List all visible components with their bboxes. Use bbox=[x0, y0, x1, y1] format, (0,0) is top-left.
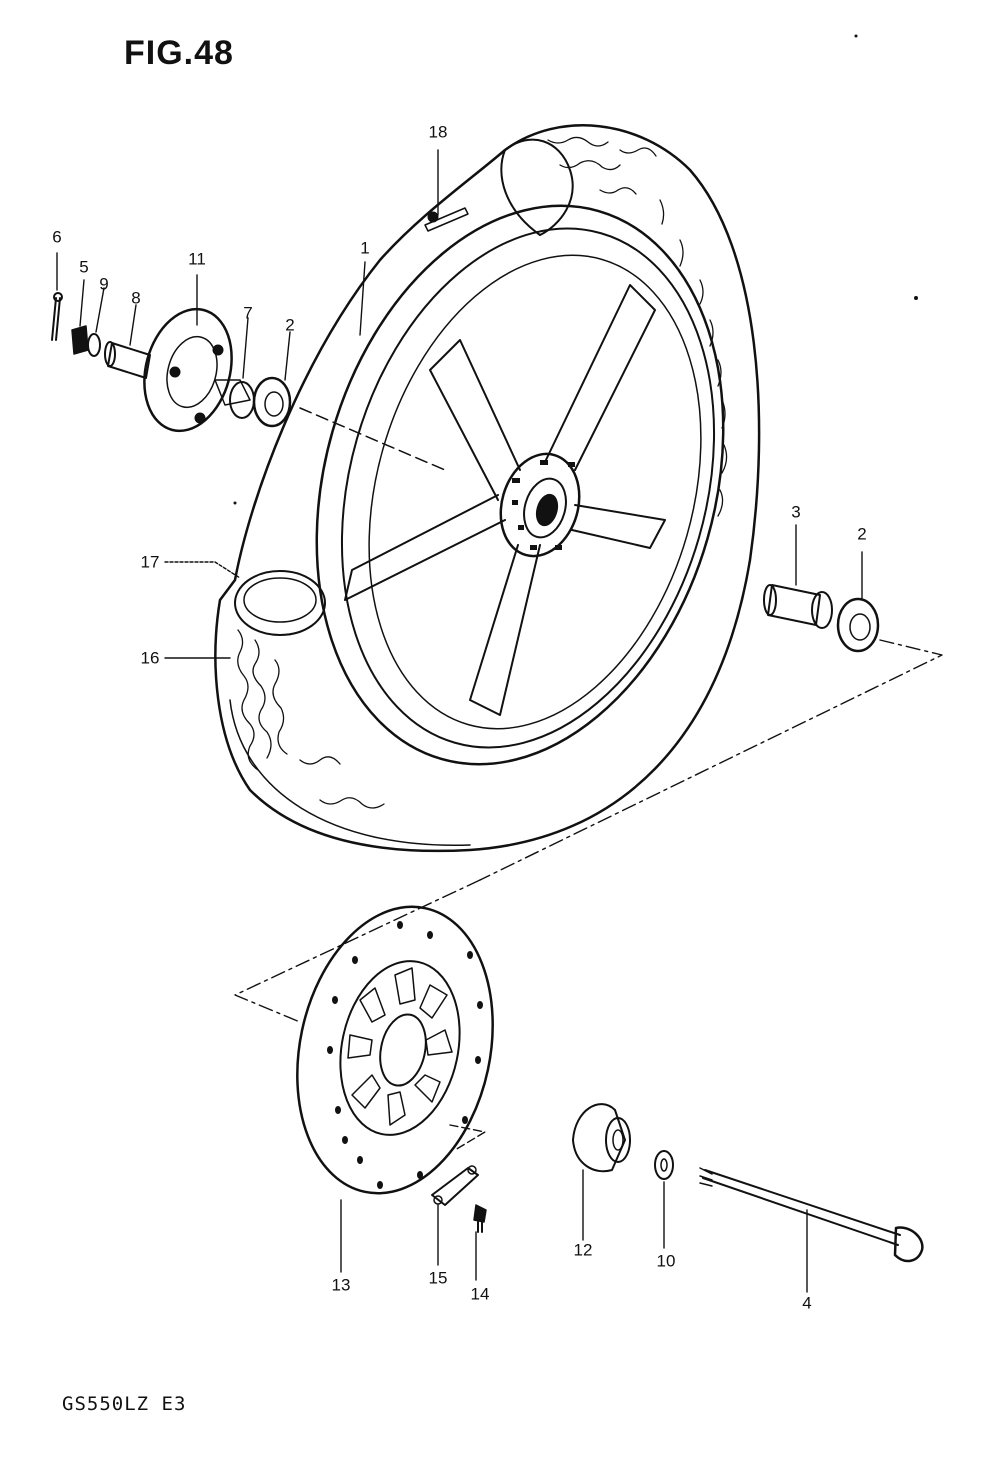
callout-2-left: 2 bbox=[285, 315, 295, 335]
callout-6: 6 bbox=[52, 227, 62, 247]
callout-5: 5 bbox=[79, 257, 89, 277]
callout-18: 18 bbox=[428, 122, 448, 142]
tire bbox=[215, 125, 759, 851]
callout-9: 9 bbox=[99, 274, 109, 294]
callout-14: 14 bbox=[470, 1284, 490, 1304]
callout-13: 13 bbox=[331, 1275, 351, 1295]
axle-shaft bbox=[700, 1168, 922, 1261]
callout-16: 16 bbox=[140, 648, 160, 668]
callout-17: 17 bbox=[140, 552, 160, 572]
callout-11: 11 bbox=[188, 249, 206, 269]
hub-right-parts bbox=[764, 585, 878, 651]
axle-centerlines bbox=[235, 640, 942, 1022]
hub-left-parts bbox=[52, 293, 445, 470]
brake-disc bbox=[272, 888, 518, 1211]
callout-8: 8 bbox=[131, 288, 141, 308]
callout-1: 1 bbox=[360, 238, 370, 258]
model-code: GS550LZ E3 bbox=[62, 1393, 187, 1415]
callout-15: 15 bbox=[428, 1268, 448, 1288]
callout-3: 3 bbox=[791, 502, 801, 522]
figure-title: FIG.48 bbox=[124, 34, 234, 72]
scan-specks bbox=[233, 34, 918, 505]
wheel-rim bbox=[235, 157, 786, 812]
callout-4: 4 bbox=[802, 1293, 812, 1313]
collar-and-washer bbox=[573, 1104, 673, 1179]
callout-12: 12 bbox=[573, 1240, 593, 1260]
leader-lines bbox=[57, 150, 862, 1292]
lock-plate-and-bolt bbox=[432, 1166, 486, 1232]
callout-10: 10 bbox=[656, 1251, 676, 1271]
callout-2-right: 2 bbox=[857, 524, 867, 544]
callout-7: 7 bbox=[243, 303, 253, 323]
